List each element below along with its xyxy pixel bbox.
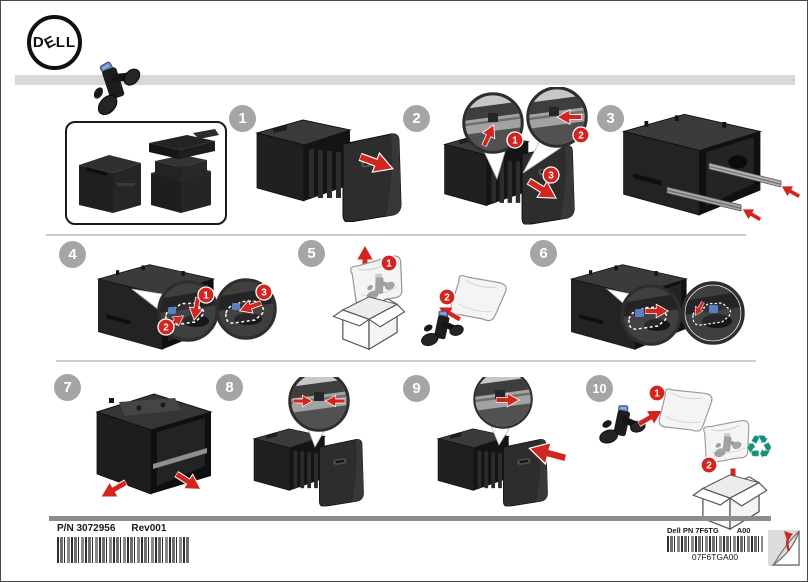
magnifier-callout: 3 bbox=[215, 278, 277, 340]
step-5-badge: 5 bbox=[298, 240, 325, 267]
sheet-revision: Rev001 bbox=[131, 523, 167, 534]
red-arrow-icon bbox=[738, 203, 765, 223]
svg-text:3: 3 bbox=[548, 171, 554, 182]
svg-text:1: 1 bbox=[203, 291, 209, 302]
printer-models-illustration bbox=[79, 129, 219, 213]
step-6-illustration bbox=[571, 264, 745, 350]
pick-roller-part-illustration bbox=[597, 405, 647, 446]
step-9-badge: 9 bbox=[403, 375, 430, 402]
recycle-icon: ♻ bbox=[745, 429, 774, 465]
step-1-illustration bbox=[256, 119, 402, 222]
step-9-illustration bbox=[437, 377, 570, 507]
svg-text:1: 1 bbox=[386, 259, 392, 270]
callout-number-badge: 2 bbox=[700, 456, 718, 474]
callout-number-badge: 1 bbox=[648, 384, 666, 402]
cardboard-box-illustration bbox=[692, 474, 768, 530]
cardboard-box-illustration bbox=[332, 296, 406, 350]
tray-housing-top-illustration bbox=[95, 393, 213, 495]
step-8-badge: 8 bbox=[216, 374, 243, 401]
logo-letter: L bbox=[55, 34, 66, 51]
dell-revision: A00 bbox=[736, 526, 751, 535]
step-3-badge: 3 bbox=[597, 105, 624, 132]
magnifier-callout bbox=[288, 377, 350, 432]
row-divider bbox=[56, 360, 756, 362]
red-arrow-icon bbox=[777, 180, 803, 203]
row-divider bbox=[46, 234, 746, 236]
bottom-divider-bar bbox=[49, 516, 771, 521]
magnifier-callout bbox=[620, 284, 682, 346]
svg-text:2: 2 bbox=[578, 131, 584, 142]
dell-part-number: Dell PN 7F6TG bbox=[667, 526, 719, 535]
step-4-badge: 4 bbox=[59, 241, 86, 268]
footer-left-text: P/N 3072956 Rev001 bbox=[57, 523, 166, 534]
printer-overview-box bbox=[65, 121, 227, 225]
callout-number-badge: 1 bbox=[380, 254, 398, 272]
callout-number-badge: 3 bbox=[542, 166, 560, 184]
logo-letter: L bbox=[65, 34, 77, 51]
step-2-badge: 2 bbox=[403, 105, 430, 132]
barcode bbox=[667, 536, 763, 552]
callout-number-badge: 2 bbox=[157, 318, 175, 336]
step-2-illustration: 1 2 3 bbox=[444, 87, 590, 225]
step-7-badge: 7 bbox=[54, 374, 81, 401]
printer-mfp-illustration bbox=[149, 129, 219, 213]
step-3-illustration bbox=[623, 113, 803, 223]
svg-text:1: 1 bbox=[654, 389, 660, 400]
step-6-badge: 6 bbox=[530, 240, 557, 267]
pick-roller-part-illustration bbox=[81, 51, 147, 117]
magnifier-callout: 1 2 bbox=[157, 280, 219, 342]
barcode bbox=[57, 537, 189, 563]
step-10-badge: 10 bbox=[586, 375, 613, 402]
magnifier-callout: 1 bbox=[462, 92, 524, 154]
barcode-text: 07F6TGA00 bbox=[691, 552, 739, 562]
printer-sfp-illustration bbox=[79, 155, 141, 213]
magnifier-callout bbox=[681, 281, 745, 345]
tray-housing-illustration bbox=[623, 113, 761, 216]
paper-tray-illustration bbox=[253, 428, 364, 507]
step-5-illustration: 1 2 bbox=[332, 244, 509, 350]
magnifier-callout bbox=[473, 377, 533, 429]
sheet-part-number: P/N 3072956 bbox=[57, 523, 116, 534]
svg-text:3: 3 bbox=[261, 288, 267, 299]
step-1-badge: 1 bbox=[229, 105, 256, 132]
page-curl-icon bbox=[768, 530, 800, 566]
step-8-illustration bbox=[253, 377, 364, 507]
footer-right-text: Dell PN 7F6TG A00 bbox=[667, 526, 750, 535]
top-divider-bar bbox=[15, 75, 795, 85]
callout-number-badge: 2 bbox=[438, 288, 456, 306]
svg-text:2: 2 bbox=[706, 461, 712, 472]
callout-number-badge: 3 bbox=[255, 283, 273, 301]
slide-rail bbox=[666, 162, 782, 212]
logo-letter: D bbox=[32, 34, 45, 51]
step-4-illustration: 1 2 3 bbox=[98, 264, 277, 350]
svg-text:2: 2 bbox=[444, 293, 450, 304]
callout-number-badge: 2 bbox=[572, 126, 590, 144]
magnifier-callout: 2 bbox=[526, 87, 590, 148]
callout-number-badge: 1 bbox=[506, 131, 524, 149]
callout-number-badge: 1 bbox=[197, 286, 215, 304]
svg-text:2: 2 bbox=[163, 323, 169, 334]
paper-tray-illustration bbox=[437, 428, 548, 507]
svg-text:1: 1 bbox=[512, 136, 518, 147]
step-10-illustration: 1 2 bbox=[597, 384, 768, 530]
step-7-illustration bbox=[95, 393, 213, 505]
